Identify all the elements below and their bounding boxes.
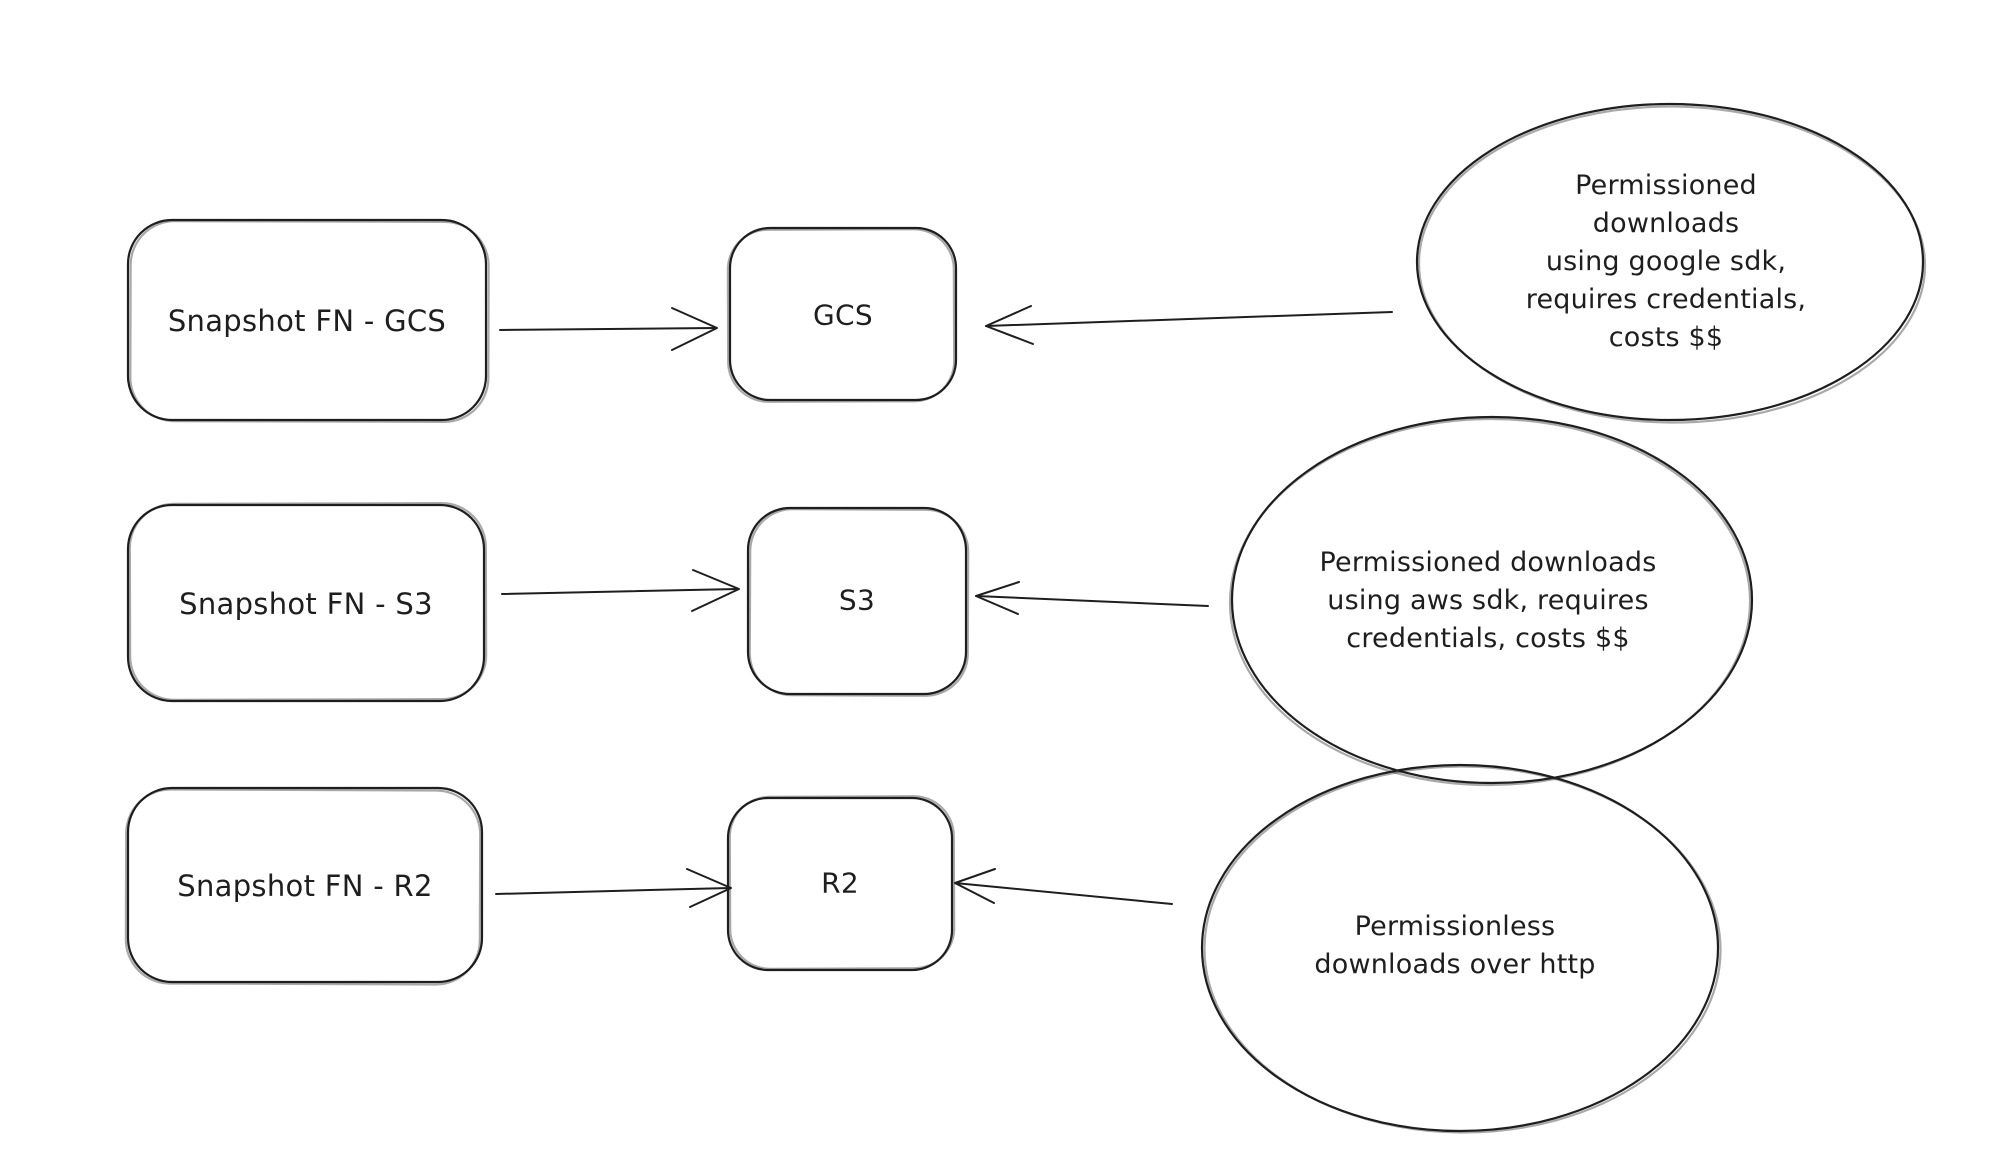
- target-node-gcs-shape: [726, 226, 958, 403]
- note-line: Permissioned downloads: [1575, 170, 1757, 239]
- target-node-gcs-label: GCS: [813, 298, 873, 332]
- source-node-r2-label: Snapshot FN - R2: [177, 869, 433, 903]
- source-node-gcs-shape: [126, 218, 490, 424]
- target-node-s3-label: S3: [838, 583, 876, 617]
- source-node-gcs-label: Snapshot FN - GCS: [167, 304, 447, 338]
- note-line: costs $$: [1608, 322, 1724, 353]
- note-ellipse-r2-shape: [1200, 763, 1723, 1135]
- source-node-s3-label: Snapshot FN - S3: [179, 587, 433, 621]
- arrow-gcs-source-to-target: [499, 307, 718, 351]
- note-s3-text: Permissioned downloads using aws sdk, re…: [1320, 544, 1657, 658]
- target-node-r2-shape: [726, 794, 956, 972]
- target-node-r2-label: R2: [821, 866, 859, 900]
- note-line: credentials, costs $$: [1346, 623, 1630, 654]
- arrow-r2-source-to-target: [495, 868, 732, 908]
- note-line: Permissioned downloads: [1319, 547, 1657, 578]
- note-line: Permissionless: [1354, 911, 1556, 942]
- note-line: downloads over http: [1314, 949, 1596, 980]
- source-node-r2-shape: [124, 786, 484, 986]
- note-ellipse-s3-shape: [1227, 415, 1754, 788]
- arrow-gcs-note-to-target: [985, 305, 1393, 345]
- arrow-s3-source-to-target: [501, 569, 740, 612]
- source-node-s3-shape: [126, 501, 488, 703]
- arrow-s3-note-to-target: [975, 581, 1209, 615]
- note-r2-text: Permissionless downloads over http: [1314, 908, 1595, 984]
- note-line: using aws sdk, requires: [1327, 585, 1649, 616]
- arrow-r2-note-to-target: [954, 868, 1173, 905]
- target-node-s3-shape: [746, 506, 970, 698]
- note-line: requires credentials,: [1525, 284, 1807, 315]
- note-line: using google sdk,: [1545, 246, 1787, 277]
- note-gcs-text: Permissioned downloads using google sdk,…: [1499, 167, 1833, 357]
- note-ellipse-gcs-shape: [1415, 102, 1928, 426]
